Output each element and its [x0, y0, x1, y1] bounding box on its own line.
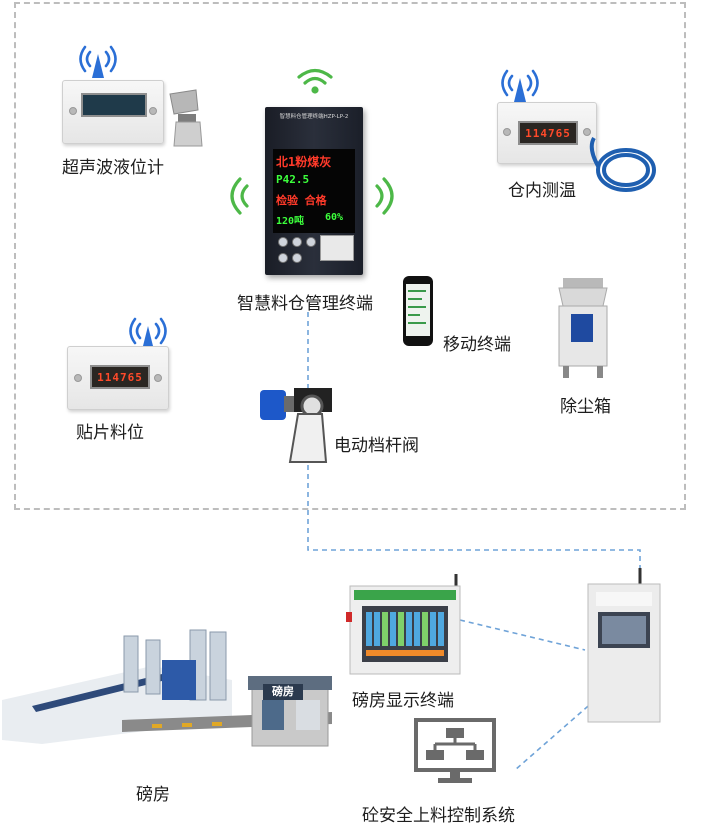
- ultrasonic-display: [81, 93, 147, 117]
- line-cabinet-to-system: [514, 699, 596, 771]
- label-ultrasonic: 超声波液位计: [62, 158, 164, 178]
- network-diagram-icon: [414, 718, 496, 783]
- ultrasonic-meter-device: [62, 80, 164, 144]
- temperature-cable-coil: [589, 136, 656, 192]
- system-boundary-frame: [14, 2, 686, 510]
- mobile-phone-device: [403, 276, 433, 346]
- electric-valve-device: [260, 388, 332, 463]
- terminal-line-percent: 60%: [325, 212, 344, 223]
- qr-code-icon: [320, 235, 354, 261]
- terminal-button: [306, 237, 316, 247]
- terminal-button: [292, 237, 302, 247]
- weighbridge-display-device: [346, 574, 461, 675]
- label-patch-level: 贴片料位: [76, 423, 144, 443]
- label-control-system: 砼安全上料控制系统: [362, 806, 515, 826]
- terminal-button: [292, 253, 302, 263]
- terminal-button: [278, 237, 288, 247]
- display-bars: [366, 612, 444, 646]
- dust-collector-device: [558, 278, 608, 378]
- control-cabinet-device: [587, 568, 661, 723]
- line-display-to-cabinet: [459, 619, 586, 651]
- patch-level-display: 114765: [90, 365, 150, 389]
- smart-silo-terminal-device: 智慧料仓管理终端HZP-LP-2 北1粉煤灰 P42.5 检验 合格 120吨 …: [265, 107, 363, 275]
- label-terminal: 智慧料仓管理终端: [237, 294, 373, 314]
- antenna-icon: [129, 317, 167, 350]
- terminal-button: [278, 253, 288, 263]
- wifi-icon: [297, 68, 333, 94]
- ultrasonic-sensor-probe: [169, 89, 203, 147]
- label-dust: 除尘箱: [560, 397, 611, 417]
- patch-level-device: 114765: [67, 346, 169, 410]
- antenna-icon: [501, 69, 539, 102]
- label-temperature: 仓内测温: [508, 181, 576, 201]
- terminal-line-inspection: 检验 合格: [276, 194, 327, 207]
- label-weighbridge-display: 磅房显示终端: [352, 691, 454, 711]
- temperature-display: 114765: [518, 121, 578, 145]
- terminal-line-grade: P42.5: [276, 173, 310, 186]
- label-mobile: 移动终端: [443, 335, 511, 355]
- wifi-icon: [230, 177, 249, 215]
- wifi-icon: [375, 177, 394, 215]
- temperature-meter-device: 114765: [497, 102, 597, 164]
- antenna-icon: [79, 45, 117, 78]
- batching-plant-scene: [2, 629, 332, 747]
- terminal-led-screen: 北1粉煤灰 P42.5 检验 合格 120吨 60%: [273, 149, 355, 233]
- terminal-header-text: 智慧料仓管理终端HZP-LP-2: [279, 114, 349, 120]
- terminal-line-material: 北1粉煤灰: [276, 155, 332, 169]
- terminal-line-weight: 120吨: [276, 216, 305, 227]
- weighbridge-building-sign: 磅房: [263, 684, 303, 700]
- label-weighbridge: 磅房: [136, 785, 170, 805]
- label-valve: 电动档杆阀: [334, 436, 419, 456]
